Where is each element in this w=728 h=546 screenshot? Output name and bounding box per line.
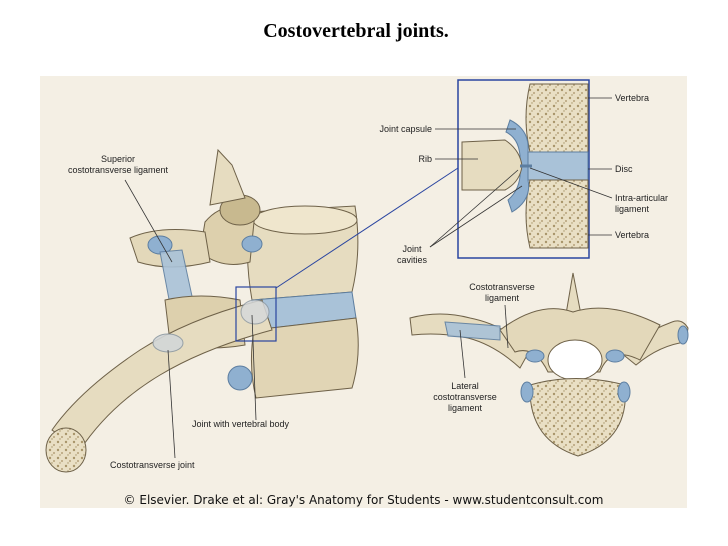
leader-intra-articular [529,167,613,199]
label-costotransverse-joint: Costotransverse joint [110,460,195,470]
inset-rib [461,139,523,191]
inset-connector-top [275,167,459,289]
leader-joint-cavities-a [429,169,519,248]
superior-vertebral-foramen [547,339,603,381]
joint-section-inset [457,79,590,259]
superior-rib-cartilage [677,325,689,345]
label-disc: Disc [615,164,633,174]
label-vertebra-top: Vertebra [615,93,650,103]
slide-title: Costovertebral joints. [263,20,449,42]
label-vertebra-bottom: Vertebra [615,230,650,240]
rib [51,299,273,451]
label-rib: Rib [418,154,432,164]
leader-superior-ctl [124,179,173,263]
upper-body-top-surface [252,205,358,235]
label-intra-articular-ligament: Intra-articular ligament [615,193,668,215]
superior-vertebral-body [529,378,626,457]
costotransverse-joint-surface [152,333,184,353]
label-superior-ctl-line1: Superior [100,154,136,164]
superior-facet-left [525,349,545,363]
label-joint-with-vertebral-body: Joint with vertebral body [192,419,290,429]
label-superior-ctl-line2: costotransverse ligament [67,165,169,175]
rib-head-joint [240,299,270,325]
leader-joint-cavities-b [429,185,523,248]
highlight-box [235,286,277,342]
lateral-vertebra-view [45,148,359,473]
demifacet-upper [241,235,263,253]
label-lateral-costotransverse-ligament: Lateral costotransverse ligament [415,381,515,414]
rib-cross-section [45,427,87,473]
superior-body-facet-left [520,381,534,403]
label-costotransverse-lig-line1: Costotransverse [469,282,535,292]
leader-joint-vertebral-body [251,314,257,421]
label-lateral-ctl-line2: costotransverse [433,392,497,402]
copyright-credit: © Elsevier. Drake et al: Gray's Anatomy … [123,493,604,507]
label-lateral-ctl-line3: ligament [447,403,483,413]
label-superior-costotransverse-ligament: Superior costotransverse ligament [52,154,184,176]
label-intra-articular-line1: Intra-articular [615,193,669,203]
superior-vertebra-view [409,272,689,457]
lower-vertebral-body [250,317,359,399]
lateral-costotransverse-ligament-band [444,321,501,341]
label-lateral-ctl-line1: Lateral [451,381,479,391]
leader-costotransverse-joint [167,349,176,459]
leader-lateral-ctl [459,329,466,379]
label-joint-cavities: Joint cavities [386,244,438,266]
leader-costotransverse-lig [504,304,509,349]
inset-joint-capsule [505,119,530,213]
spinous-process [209,148,246,206]
inset-vertebra-lower [525,179,589,249]
label-joint-cavities-line2: cavities [396,255,427,265]
leader-lines [124,97,613,459]
inset-vertebra-upper [525,83,589,153]
inset-disc [523,151,589,181]
label-costotransverse-lig-line2: ligament [484,293,520,303]
demifacet-lower [227,365,253,391]
superior-body-facet-right [617,381,631,403]
label-costotransverse-ligament: Costotransverse ligament [452,282,552,304]
superior-facet-right [605,349,625,363]
label-joint-cavities-line1: Joint [402,244,422,254]
label-intra-articular-line2: ligament [615,204,650,214]
label-joint-capsule: Joint capsule [379,124,432,134]
